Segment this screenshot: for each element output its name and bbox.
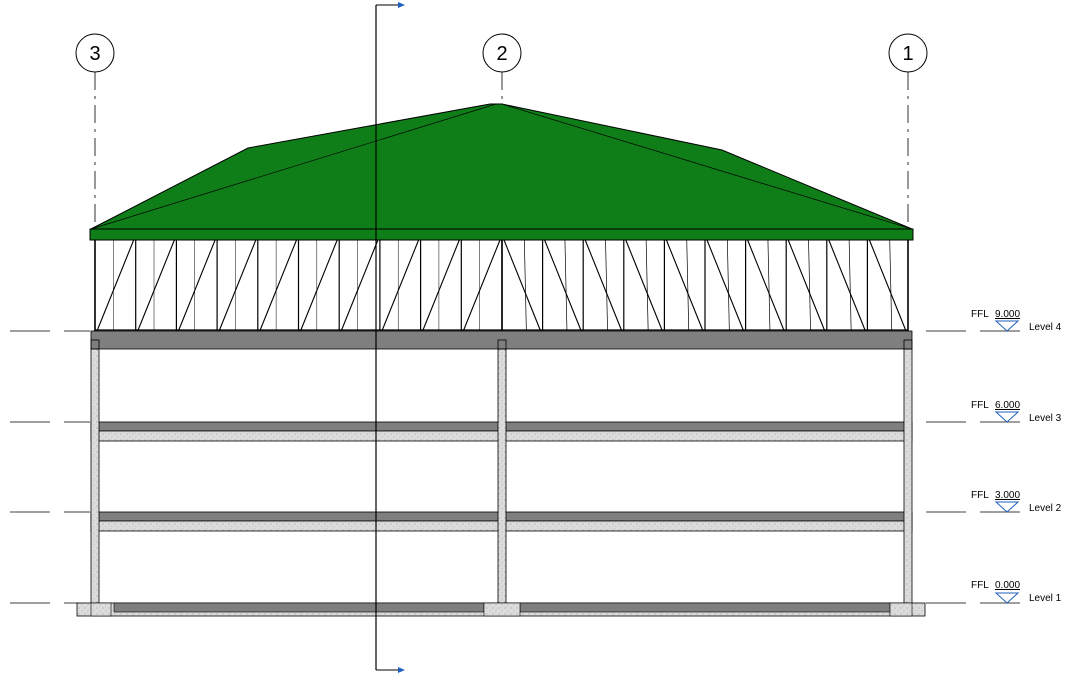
truss-member (259, 239, 298, 332)
truss-member (726, 239, 730, 332)
truss-member (299, 239, 338, 332)
level-elevation: 6.000 (995, 400, 1020, 411)
truss-member (523, 239, 527, 332)
level-name: Level 1 (1029, 593, 1062, 604)
level-prefix: FFL (971, 309, 989, 320)
grid-label-1: 1 (902, 43, 913, 65)
truss-member (462, 239, 501, 332)
section-arrow-bottom-icon (398, 667, 405, 673)
level-prefix: FFL (971, 490, 989, 501)
level-marker-3[interactable]: FFL 6.000 Level 3 (971, 400, 1062, 424)
column-grid-1 (903, 348, 913, 604)
level-marker-4[interactable]: FFL 9.000 Level 4 (971, 309, 1062, 333)
truss-member (340, 239, 379, 332)
truss-member (686, 239, 690, 332)
truss-member (605, 239, 608, 332)
truss-member (503, 239, 542, 332)
truss-member (787, 239, 826, 332)
column-grid-2 (497, 348, 507, 604)
section-line[interactable] (375, 2, 405, 673)
truss-member (625, 239, 663, 332)
section-arrow-top-icon (398, 2, 405, 8)
truss-member (848, 239, 852, 332)
truss-member (868, 239, 907, 332)
level-prefix: FFL (971, 580, 989, 591)
truss-member (137, 239, 175, 332)
level-name: Level 2 (1029, 503, 1062, 514)
level-marker-1[interactable]: FFL 0.000 Level 1 (971, 580, 1062, 604)
level-name: Level 4 (1029, 322, 1062, 333)
level-name: Level 3 (1029, 413, 1062, 424)
grid-bubble-2[interactable]: 2 (482, 33, 522, 73)
level-marker-icon (994, 320, 1020, 332)
truss-member (544, 239, 582, 332)
level-prefix: FFL (971, 400, 989, 411)
column-grid-3 (90, 348, 100, 604)
truss-member (747, 239, 785, 332)
truss-member (584, 239, 623, 332)
truss-member (828, 239, 866, 332)
roof-surface (90, 103, 913, 230)
truss-member (177, 239, 216, 332)
grid-lines: 3 2 1 (75, 33, 928, 230)
truss-member (564, 239, 568, 332)
roof (89, 103, 914, 241)
truss-member (645, 239, 649, 332)
roof-truss (94, 239, 909, 332)
ground-slab-left (113, 602, 485, 613)
level-elevation: 9.000 (995, 309, 1020, 320)
truss-member (218, 239, 257, 332)
grid-label-3: 3 (89, 43, 100, 65)
truss-member (767, 239, 771, 332)
truss-member (706, 239, 745, 332)
level-elevation: 0.000 (995, 580, 1020, 591)
grid-bubble-3[interactable]: 3 (75, 33, 115, 73)
roof-fascia (89, 228, 914, 241)
truss-member (665, 239, 704, 332)
truss-member (381, 239, 420, 332)
level-marker-2[interactable]: FFL 3.000 Level 2 (971, 490, 1062, 514)
level-elevation: 3.000 (995, 490, 1020, 501)
grid-label-2: 2 (496, 43, 507, 65)
level-marker-icon (994, 501, 1020, 513)
level-lines (10, 330, 1020, 604)
truss-member (422, 239, 460, 332)
truss-member (96, 239, 135, 332)
ground-slab-right (519, 602, 891, 613)
columns (90, 339, 913, 617)
level-marker-icon (994, 411, 1020, 423)
level-marker-icon (994, 592, 1020, 604)
truss-member (889, 239, 893, 332)
truss-member (808, 239, 811, 332)
grid-bubble-1[interactable]: 1 (888, 33, 928, 73)
